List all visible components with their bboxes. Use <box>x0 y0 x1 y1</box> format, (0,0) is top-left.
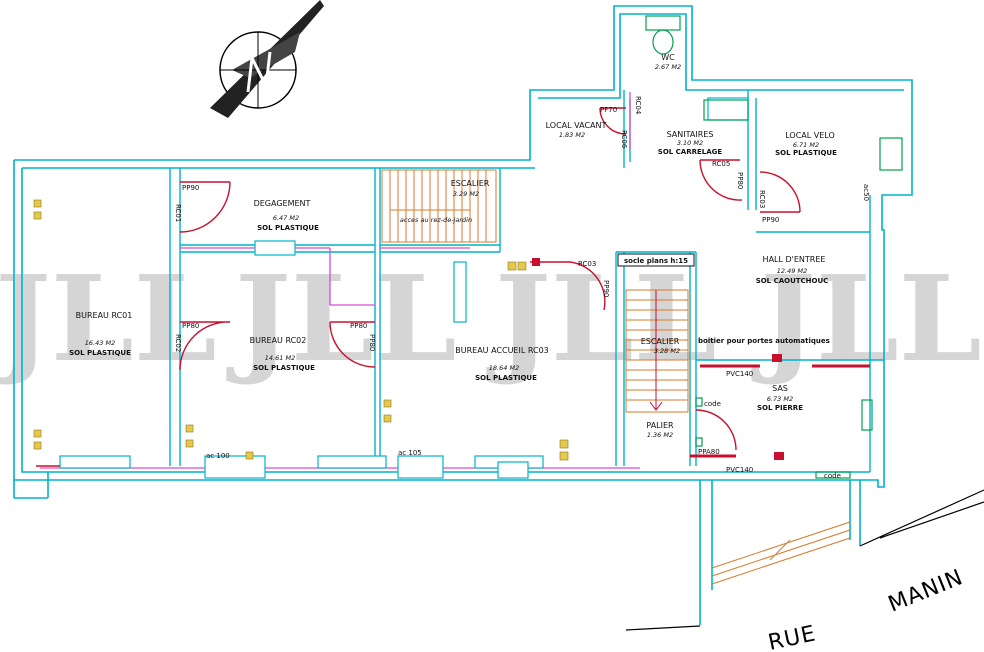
svg-text:WC: WC <box>661 53 675 62</box>
svg-text:PP90: PP90 <box>182 184 199 192</box>
svg-text:PP80: PP80 <box>368 334 376 351</box>
svg-text:3.29 M2: 3.29 M2 <box>453 190 479 198</box>
svg-text:RC05: RC05 <box>712 160 730 168</box>
svg-text:PF70: PF70 <box>600 106 617 114</box>
stairs-lower <box>625 289 689 413</box>
svg-text:SAS: SAS <box>772 384 788 393</box>
svg-text:ESCALIER: ESCALIER <box>641 337 680 346</box>
svg-text:SOL CARRELAGE: SOL CARRELAGE <box>658 148 723 156</box>
room-label-degagement: DEGAGEMENT 6.47 M2 SOL PLASTIQUE <box>254 199 319 232</box>
svg-text:PP90: PP90 <box>762 216 779 224</box>
outer-walls <box>13 5 913 625</box>
svg-text:16.43 M2: 16.43 M2 <box>85 339 115 347</box>
svg-text:ac 105: ac 105 <box>398 449 422 457</box>
svg-text:6.73 M2: 6.73 M2 <box>767 395 793 403</box>
svg-text:SOL CAOUTCHOUC: SOL CAOUTCHOUC <box>756 277 829 285</box>
svg-text:ac 100: ac 100 <box>206 452 230 460</box>
svg-text:boitier pour portes automatiqu: boitier pour portes automatiques <box>698 337 830 345</box>
svg-text:acces au rez-de-jardin: acces au rez-de-jardin <box>400 216 472 224</box>
svg-text:RC06: RC06 <box>620 130 628 149</box>
room-label-local-velo: LOCAL VELO 6.71 M2 SOL PLASTIQUE <box>775 131 837 157</box>
svg-text:PVC140: PVC140 <box>726 370 753 378</box>
svg-text:PP80: PP80 <box>182 322 199 330</box>
svg-text:LOCAL VACANT: LOCAL VACANT <box>546 121 607 130</box>
svg-text:1.36 M2: 1.36 M2 <box>647 431 673 439</box>
svg-text:SANITAIRES: SANITAIRES <box>667 130 714 139</box>
toilet-icon <box>652 29 674 55</box>
svg-text:RC04: RC04 <box>634 96 642 115</box>
outlet-icons <box>33 199 569 461</box>
svg-text:3.10 M2: 3.10 M2 <box>677 139 703 147</box>
svg-text:PALIER: PALIER <box>646 421 674 430</box>
jll-watermark: JLL JLL JLL JLL <box>0 249 982 388</box>
svg-text:6.71 M2: 6.71 M2 <box>793 141 819 149</box>
stairs-upper <box>381 169 497 243</box>
street-curb <box>625 489 984 631</box>
fixtures <box>645 15 903 479</box>
svg-text:RC03: RC03 <box>758 190 766 208</box>
room-label-sas: SAS 6.73 M2 SOL PIERRE <box>757 384 803 412</box>
doors <box>36 107 870 467</box>
room-label-palier: PALIER 1.36 M2 <box>646 421 674 439</box>
svg-text:RC03: RC03 <box>578 260 596 268</box>
svg-text:SOL PLASTIQUE: SOL PLASTIQUE <box>475 374 537 382</box>
svg-text:3.28 M2: 3.28 M2 <box>654 347 680 355</box>
svg-text:1.83 M2: 1.83 M2 <box>559 131 585 139</box>
svg-text:RC01: RC01 <box>174 204 182 222</box>
svg-text:PP90: PP90 <box>602 280 610 297</box>
svg-text:2.67 M2: 2.67 M2 <box>655 63 681 71</box>
svg-text:SOL PLASTIQUE: SOL PLASTIQUE <box>69 349 131 357</box>
velo-rack-icon <box>879 137 903 171</box>
svg-text:code: code <box>704 400 721 408</box>
room-label-wc: WC 2.67 M2 <box>655 53 681 71</box>
wc-tank-icon <box>645 15 681 31</box>
room-label-bureau-rc02: BUREAU RC02 14.61 M2 SOL PLASTIQUE <box>250 336 315 372</box>
sink-icon <box>703 99 749 121</box>
svg-text:SOL PIERRE: SOL PIERRE <box>757 404 803 412</box>
svg-text:DEGAGEMENT: DEGAGEMENT <box>254 199 311 208</box>
street-name: RUE MANIN <box>766 565 967 652</box>
svg-text:BUREAU RC02: BUREAU RC02 <box>250 336 307 345</box>
room-label-bureau-rc03: BUREAU ACCUEIL RC03 18.64 M2 SOL PLASTIQ… <box>455 346 549 382</box>
svg-text:JLL: JLL <box>226 249 457 388</box>
svg-text:BUREAU RC01: BUREAU RC01 <box>76 311 133 320</box>
svg-text:SOL PLASTIQUE: SOL PLASTIQUE <box>253 364 315 372</box>
svg-text:LOCAL VELO: LOCAL VELO <box>785 131 835 140</box>
svg-text:ESCALIER: ESCALIER <box>451 179 490 188</box>
svg-text:socle plans h:15: socle plans h:15 <box>624 257 688 265</box>
windows <box>59 97 749 479</box>
svg-text:PP80: PP80 <box>736 172 744 189</box>
svg-text:HALL D'ENTREE: HALL D'ENTREE <box>763 255 826 264</box>
room-label-escalier-upper: ESCALIER 3.29 M2 acces au rez-de-jardin <box>400 179 490 224</box>
svg-text:6.47 M2: 6.47 M2 <box>273 214 299 222</box>
north-arrow-icon <box>210 0 324 118</box>
room-label-escalier-lower: ESCALIER 3.28 M2 <box>641 337 680 355</box>
room-label-hall: HALL D'ENTREE 12.49 M2 SOL CAOUTCHOUC <box>756 255 829 285</box>
svg-text:PPA80: PPA80 <box>698 448 720 456</box>
room-label-bureau-rc01: BUREAU RC01 16.43 M2 SOL PLASTIQUE <box>69 311 132 357</box>
svg-text:MANIN: MANIN <box>885 565 967 618</box>
socle-box <box>617 253 695 267</box>
room-label-sanitaires: SANITAIRES 3.10 M2 SOL CARRELAGE <box>658 130 723 156</box>
svg-text:SOL PLASTIQUE: SOL PLASTIQUE <box>257 224 319 232</box>
svg-text:RUE: RUE <box>766 621 818 652</box>
door-labels: PF70 RC06 RC04 RC05 PP80 RC03 PP90 PP90 … <box>174 96 870 456</box>
svg-text:PVC140: PVC140 <box>726 466 753 474</box>
svg-text:BUREAU ACCUEIL RC03: BUREAU ACCUEIL RC03 <box>455 346 549 355</box>
svg-text:code: code <box>824 472 841 480</box>
alarm-icons <box>532 258 784 460</box>
exterior-steps <box>711 521 851 585</box>
room-label-local-vacant: LOCAL VACANT 1.83 M2 <box>546 121 607 139</box>
svg-text:RC02: RC02 <box>174 334 182 352</box>
annotations: socle plans h:15 boitier pour portes aut… <box>206 257 841 480</box>
svg-text:ac50: ac50 <box>862 184 870 201</box>
svg-text:14.61 M2: 14.61 M2 <box>265 354 295 362</box>
svg-text:18.64 M2: 18.64 M2 <box>489 364 519 372</box>
svg-text:SOL PLASTIQUE: SOL PLASTIQUE <box>775 149 837 157</box>
svg-text:PP80: PP80 <box>350 322 367 330</box>
svg-text:JLL: JLL <box>486 249 717 388</box>
svg-text:12.49 M2: 12.49 M2 <box>777 267 807 275</box>
